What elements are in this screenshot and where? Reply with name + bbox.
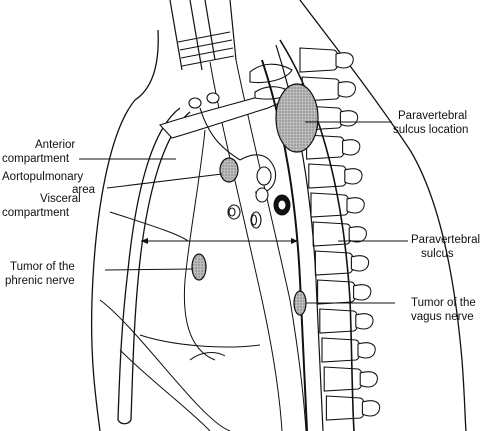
label-paravertebral-sulcus: Paravertebral sulcus: [411, 234, 480, 260]
aortopulmonary-tumor: [219, 157, 239, 183]
spinous-process: [348, 226, 367, 243]
spinous-process: [355, 313, 374, 330]
vertebra: [325, 395, 366, 421]
spinous-process: [346, 197, 365, 214]
vessel-rings: [227, 166, 291, 229]
visceral-compartment-arrow: [141, 238, 298, 244]
label-anterior-compartment: Anterior compartment: [2, 139, 75, 165]
vertebra: [323, 366, 364, 392]
vertebra: [319, 308, 359, 334]
leader-lines: [79, 121, 408, 304]
spinous-process: [344, 168, 363, 185]
vagus-nerve-tumor: [293, 290, 307, 316]
vertebra: [312, 221, 353, 247]
svg-text:Aortopulmonary: Aortopulmonary: [2, 171, 83, 183]
svg-text:Paravertebral: Paravertebral: [411, 234, 480, 246]
vertebra: [299, 47, 340, 73]
svg-text:Anterior: Anterior: [35, 139, 75, 151]
svg-text:area: area: [72, 184, 96, 196]
spinous-process: [357, 342, 376, 359]
spinous-process: [337, 81, 356, 98]
svg-text:Visceral: Visceral: [40, 193, 81, 205]
heart-region: [99, 129, 261, 431]
spinous-process: [335, 52, 354, 69]
svg-text:compartment: compartment: [2, 153, 70, 165]
label-vagus-tumor: Tumor of the vagus nerve: [411, 297, 476, 323]
anterior-compartment-tube: [117, 107, 191, 425]
spinous-process: [353, 284, 372, 301]
spinous-process: [350, 255, 370, 272]
svg-text:sulcus location: sulcus location: [393, 124, 468, 136]
svg-text:phrenic nerve: phrenic nerve: [5, 275, 75, 287]
spinous-process: [361, 400, 381, 417]
spinous-process: [359, 371, 378, 388]
svg-text:compartment: compartment: [2, 207, 70, 219]
spinous-process: [339, 110, 359, 127]
spinous-process: [342, 139, 361, 156]
vertebra: [310, 192, 351, 218]
svg-text:Tumor of the: Tumor of the: [411, 297, 476, 309]
label-aortopulmonary-area: Aortopulmonary area: [2, 171, 96, 196]
vertebra: [321, 337, 362, 363]
svg-text:vagus nerve: vagus nerve: [411, 311, 474, 323]
phrenic-nerve-tumor: [191, 253, 207, 281]
label-phrenic-tumor: Tumor of the phrenic nerve: [5, 261, 75, 287]
label-visceral-compartment: Visceral compartment: [2, 193, 81, 219]
great-vessels: [159, 87, 287, 194]
label-paravertebral-sulcus-location: Paravertebral sulcus location: [393, 110, 468, 136]
paravertebral-tumor: [275, 83, 319, 153]
svg-text:Paravertebral: Paravertebral: [398, 110, 467, 122]
svg-text:sulcus: sulcus: [421, 248, 454, 260]
svg-text:Tumor of the: Tumor of the: [10, 261, 75, 273]
vertebra: [308, 163, 348, 189]
